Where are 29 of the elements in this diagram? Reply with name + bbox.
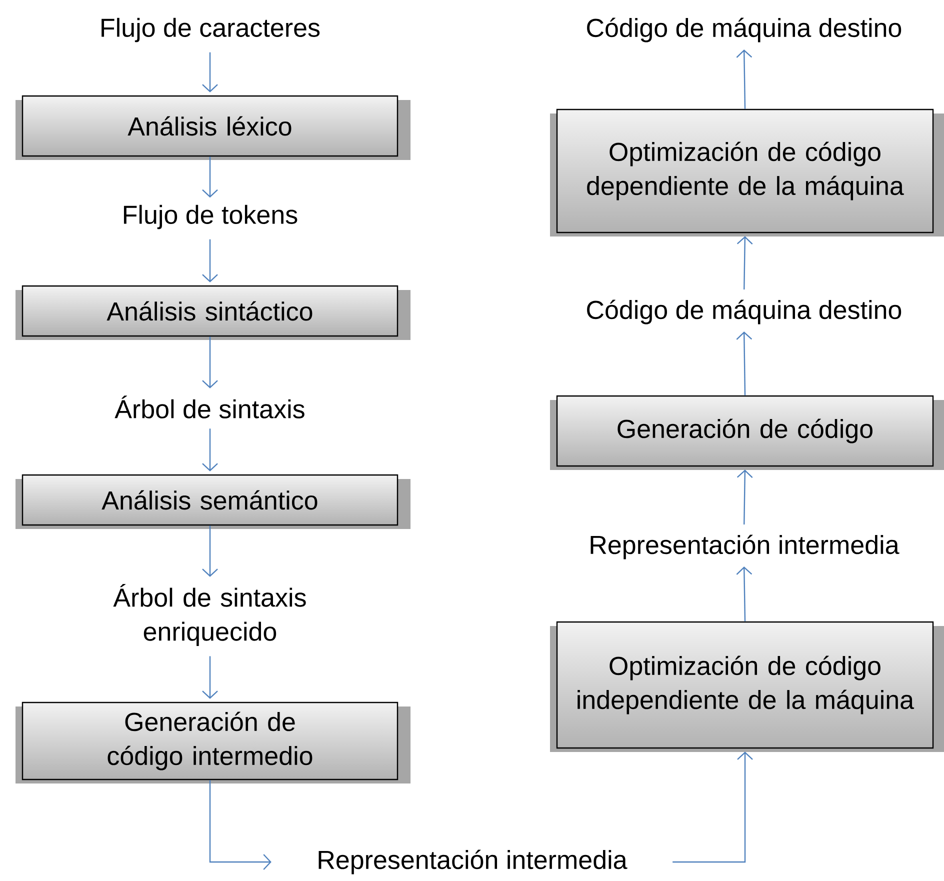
arrow <box>202 656 218 699</box>
arrow <box>736 566 752 622</box>
arrow <box>202 156 218 198</box>
flow-label: Árbol de sintaxis <box>114 396 304 418</box>
arrow <box>736 470 753 525</box>
arrow <box>202 526 218 577</box>
process-box: Análisis sintáctico <box>16 285 410 340</box>
arrow <box>736 236 753 290</box>
flow-label: Código de máquina destino <box>587 300 902 324</box>
arrow <box>672 752 753 863</box>
arrow <box>736 49 752 109</box>
flow-label: Flujo de tokens <box>124 204 298 230</box>
arrow <box>202 428 218 472</box>
process-box: Optimización de código independiente de la máquina <box>550 621 944 752</box>
arrow <box>736 331 752 396</box>
arrow <box>202 239 218 282</box>
flow-label: Representación intermedia <box>590 534 900 560</box>
process-box: Análisis léxico <box>16 95 410 160</box>
arrow <box>202 336 218 388</box>
arrow <box>209 780 272 870</box>
flow-label: Flujo de caracteres <box>102 18 320 42</box>
process-box: Generación de código intermedio <box>16 702 410 784</box>
flow-label: Representación intermedia <box>318 850 628 874</box>
process-box: Generación de código <box>550 395 944 470</box>
flow-label: Árbol de sintaxis enriquecido <box>113 584 306 646</box>
arrow <box>202 52 218 92</box>
flow-label: Código de máquina destino <box>587 18 902 42</box>
process-box: Análisis semántico <box>16 474 410 529</box>
process-box: Optimización de código dependiente de la máquina <box>550 108 944 236</box>
